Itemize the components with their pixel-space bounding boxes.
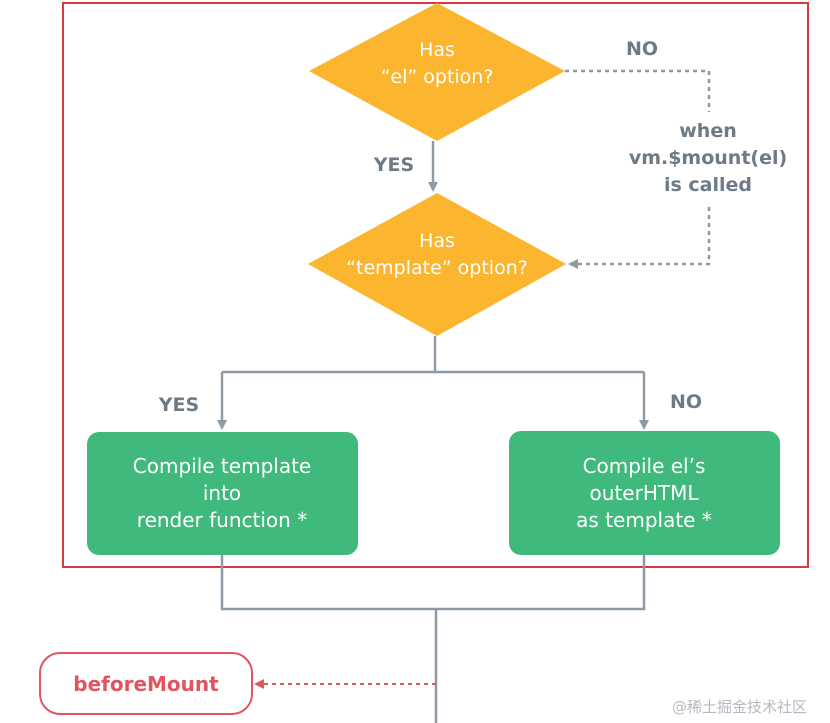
before-mount-label: beforeMount	[73, 672, 219, 696]
highlight-frame	[62, 2, 809, 568]
has-el-line-1: Has	[419, 39, 455, 61]
no-dashed-arrow-to-template	[568, 207, 711, 269]
compile-template-line-2: into	[203, 481, 241, 505]
has-template-line-1: Has	[419, 230, 455, 252]
merge-line	[220, 555, 646, 611]
compile-template-line-1: Compile template	[133, 454, 311, 478]
label-yes-top: YES	[373, 154, 414, 176]
no-dashed-line-top	[565, 69, 711, 112]
compile-template-box	[87, 432, 358, 555]
has-template-diamond	[308, 193, 566, 336]
before-mount-box	[39, 652, 253, 715]
when-line-1: when	[679, 120, 737, 142]
has-el-diamond	[309, 3, 565, 141]
has-template-line-2: “template” option?	[346, 257, 528, 279]
has-el-line-2: “el” option?	[381, 66, 494, 88]
label-no-top: NO	[626, 38, 658, 60]
compile-outer-line-3: as template *	[576, 508, 712, 532]
watermark: @稀土掘金技术社区	[672, 698, 807, 716]
compile-outer-box	[509, 431, 780, 555]
label-no-right: NO	[670, 391, 702, 413]
when-line-2: vm.$mount(el)	[629, 147, 787, 169]
when-line-3: is called	[664, 174, 752, 196]
compile-outer-line-1: Compile el’s	[583, 454, 706, 478]
label-yes-left: YES	[158, 394, 199, 416]
compile-outer-line-2: outerHTML	[590, 481, 700, 505]
compile-template-line-3: render function *	[137, 508, 307, 532]
